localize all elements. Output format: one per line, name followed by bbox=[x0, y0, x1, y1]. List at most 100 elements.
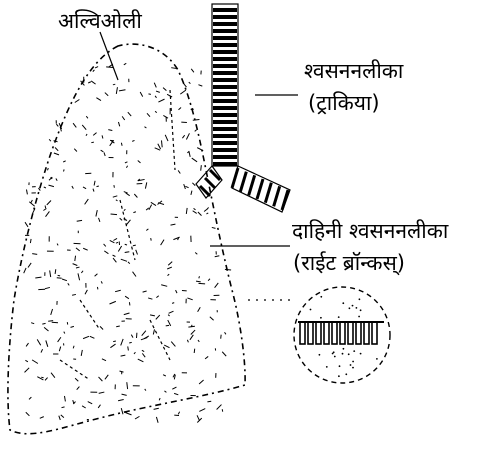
stipple-mark bbox=[52, 322, 58, 323]
stipple-mark bbox=[58, 275, 60, 276]
stipple-mark bbox=[115, 290, 121, 291]
stipple-mark bbox=[192, 158, 197, 162]
alveolus-sac bbox=[364, 322, 369, 344]
stipple-mark bbox=[108, 130, 112, 131]
lung-branch-line bbox=[170, 90, 175, 170]
stipple-mark bbox=[99, 218, 100, 222]
stipple-mark bbox=[178, 412, 179, 415]
stipple-mark bbox=[125, 296, 129, 299]
stipple-mark bbox=[163, 88, 166, 91]
stipple-mark bbox=[77, 220, 82, 221]
stipple-mark bbox=[72, 186, 74, 189]
alveoli-label: अल्विओली bbox=[58, 8, 142, 34]
stipple-mark bbox=[75, 378, 78, 381]
stipple-mark bbox=[111, 214, 117, 215]
stipple-mark bbox=[77, 387, 80, 390]
stipple-mark bbox=[195, 130, 197, 132]
stipple-mark bbox=[150, 315, 155, 316]
alveoli-stippling bbox=[24, 63, 231, 422]
stipple-mark bbox=[104, 251, 108, 254]
stipple-mark bbox=[64, 169, 65, 171]
stipple-mark bbox=[56, 124, 58, 126]
stipple-mark bbox=[64, 332, 65, 334]
stipple-mark bbox=[124, 313, 130, 315]
stipple-mark bbox=[116, 87, 117, 94]
stipple-mark bbox=[54, 141, 58, 142]
stipple-mark bbox=[156, 91, 160, 92]
stipple-mark bbox=[47, 200, 51, 204]
stipple-mark bbox=[191, 69, 194, 72]
stipple-mark bbox=[41, 377, 43, 378]
stipple-mark bbox=[184, 84, 187, 87]
stipple-mark bbox=[44, 327, 48, 331]
alveolus-sac bbox=[372, 322, 377, 344]
stipple-mark bbox=[189, 152, 190, 157]
stipple-mark bbox=[225, 332, 226, 334]
stipple-mark bbox=[174, 393, 178, 394]
stipple-mark bbox=[155, 148, 161, 150]
closeup-dot bbox=[320, 317, 322, 319]
alveolus-sac bbox=[324, 322, 329, 344]
closeup-dot bbox=[352, 361, 354, 363]
closeup-dot bbox=[320, 296, 322, 298]
stipple-mark bbox=[192, 183, 195, 186]
stipple-mark bbox=[198, 212, 202, 216]
trachea-ring bbox=[213, 43, 237, 47]
trachea-ring bbox=[213, 29, 237, 33]
stipple-mark bbox=[158, 144, 161, 149]
stipple-mark bbox=[26, 343, 28, 346]
stipple-mark bbox=[129, 342, 132, 343]
alveolus-sac bbox=[316, 322, 321, 344]
trachea-ring bbox=[213, 85, 237, 89]
bronchus-label: दाहिनी श्वसननलीका bbox=[292, 218, 448, 244]
stipple-mark bbox=[171, 224, 176, 225]
stipple-mark bbox=[172, 387, 176, 389]
stipple-mark bbox=[71, 326, 74, 327]
closeup-dot bbox=[343, 348, 345, 350]
stipple-mark bbox=[28, 263, 31, 268]
stipple-mark bbox=[196, 281, 201, 282]
bronchus-ring bbox=[257, 179, 263, 199]
stipple-mark bbox=[42, 323, 45, 324]
stipple-mark bbox=[83, 187, 86, 189]
trachea-label-sub: (ट्राकिया) bbox=[308, 90, 380, 116]
stipple-mark bbox=[168, 320, 171, 326]
lung-branch-line bbox=[120, 200, 135, 260]
stipple-mark bbox=[76, 248, 80, 251]
stipple-mark bbox=[195, 252, 197, 254]
stipple-mark bbox=[86, 134, 87, 136]
stipple-mark bbox=[101, 281, 102, 283]
stipple-mark bbox=[145, 389, 146, 391]
stipple-mark bbox=[118, 399, 124, 400]
alveolus-sac bbox=[348, 322, 353, 344]
stipple-mark bbox=[124, 63, 126, 64]
stipple-mark bbox=[222, 352, 226, 356]
lung-branch-line bbox=[80, 300, 100, 330]
stipple-mark bbox=[114, 185, 115, 188]
stipple-mark bbox=[30, 239, 31, 243]
stipple-mark bbox=[116, 326, 120, 327]
trachea-ring bbox=[213, 148, 237, 152]
trachea-ring bbox=[213, 99, 237, 103]
stipple-mark bbox=[26, 412, 30, 416]
trachea-ring bbox=[213, 92, 237, 96]
stipple-mark bbox=[43, 209, 46, 211]
stipple-mark bbox=[186, 133, 189, 139]
closeup-dot bbox=[350, 364, 352, 366]
stipple-mark bbox=[128, 346, 129, 350]
stipple-mark bbox=[110, 301, 116, 304]
stipple-mark bbox=[83, 336, 89, 338]
stipple-mark bbox=[96, 210, 97, 216]
stipple-mark bbox=[125, 244, 127, 245]
stipple-mark bbox=[191, 191, 192, 195]
stipple-mark bbox=[185, 186, 188, 187]
trachea-ring bbox=[213, 162, 237, 166]
trachea-rings bbox=[213, 8, 237, 166]
stipple-mark bbox=[125, 413, 131, 415]
stipple-mark bbox=[126, 166, 127, 168]
stipple-mark bbox=[93, 133, 96, 136]
stipple-mark bbox=[198, 85, 202, 86]
closeup-dot bbox=[360, 353, 362, 355]
stipple-mark bbox=[102, 359, 106, 361]
stipple-mark bbox=[168, 315, 169, 316]
